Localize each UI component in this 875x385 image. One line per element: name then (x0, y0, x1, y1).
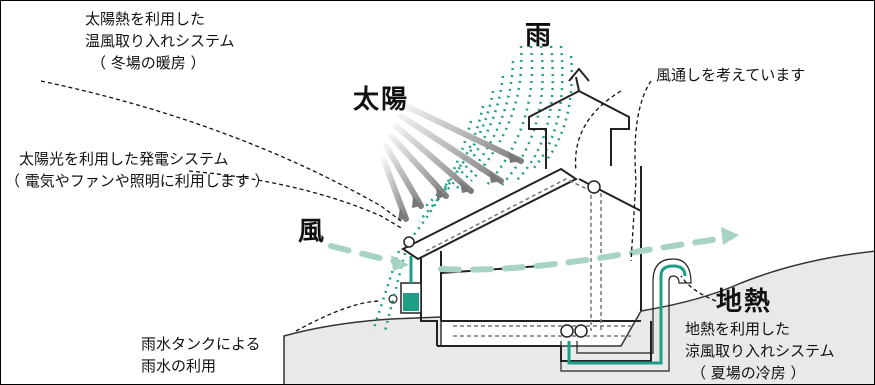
heading-rain: 雨 (525, 21, 554, 51)
fan-underfloor-2 (574, 324, 588, 338)
house (401, 67, 652, 362)
heading-wind: 風 (298, 217, 327, 247)
label-geo-line3: （ 夏場の冷房 ） (691, 364, 806, 382)
leader-lines (40, 80, 717, 332)
air-duct (425, 178, 631, 337)
geothermal-pipe (567, 264, 687, 365)
label-rainwater-line1: 雨水タンクによる (141, 335, 261, 353)
label-solar-heat-line2: 温風取り入れシステム (85, 32, 235, 50)
label-rainwater-line2: 雨水の利用 (141, 357, 217, 375)
fan-underfloor (560, 324, 574, 338)
heading-sun: 太陽 (353, 85, 410, 115)
label-geo-line1: 地熱を利用した (685, 320, 791, 338)
fan-eave (403, 236, 415, 248)
label-solar-power-line1: 太陽光を利用した発電システム (19, 150, 229, 168)
label-solar-heat-line3: （ 冬場の暖房 ） (91, 54, 206, 72)
fan-roof (587, 180, 601, 194)
rain-streaks (412, 45, 573, 237)
rainwater-tank (388, 256, 422, 314)
label-solar-heat-line1: 太陽熱を利用した (85, 10, 206, 28)
ground (283, 250, 874, 384)
label-ventilation: 風通しを考えています (656, 66, 806, 84)
sun-ray-heads (398, 151, 521, 220)
label-solar-power-line2: （ 電気やファンや照明に利用します ） (5, 172, 270, 190)
wind-arrow-heads (391, 227, 739, 271)
geothermal-pipe-outline (560, 258, 692, 372)
fans (403, 180, 601, 338)
label-geo-line2: 涼風取り入れシステム (685, 342, 835, 360)
heading-geothermal: 地熱 (716, 287, 773, 317)
solar-roof-panel (401, 167, 578, 261)
sun-rays (381, 103, 524, 222)
